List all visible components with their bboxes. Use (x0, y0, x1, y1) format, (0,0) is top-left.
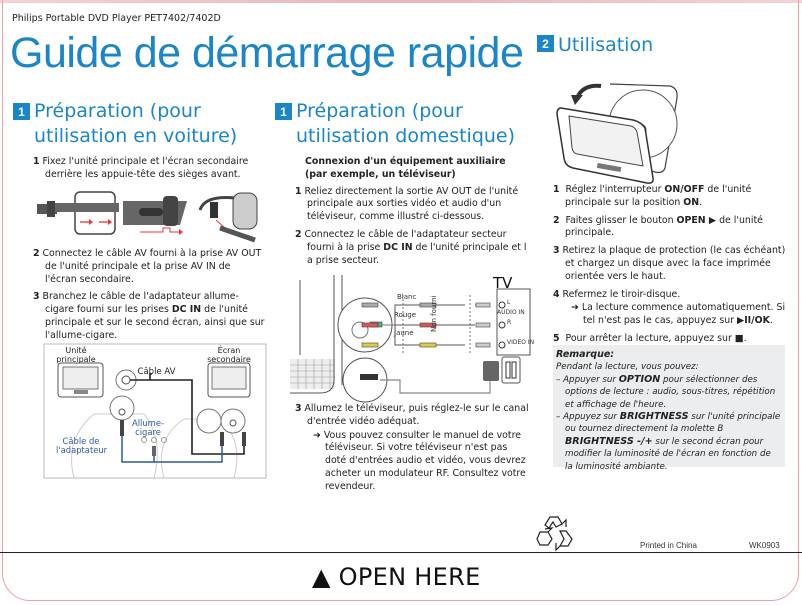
label-l: L (507, 299, 511, 306)
car-steps-top: 1 Fixez l'unité principale et l'écran se… (33, 156, 265, 187)
remark-intro: Pendant la lecture, vous pouvez: (556, 362, 699, 373)
section-title-line1: Préparation (pour (296, 100, 463, 122)
page-title: Guide de démarrage rapide (10, 29, 524, 77)
remark-box: Remarque: Pendant la lecture, vous pouve… (553, 345, 785, 472)
home-step-3: 3 Allumez le téléviseur, puis réglez-le … (295, 403, 529, 492)
use-step-1: 1 Réglez l'interrupteur ON/OFF de l'unit… (553, 184, 752, 208)
label-lighter: Allume-cigare (131, 418, 165, 437)
dvd-player-open-illustration (556, 83, 678, 184)
car-steps-bottom: 2 Connectez le câble AV fourni à la pris… (33, 248, 265, 348)
home-steps-top: Connexion d'un équipement auxiliaire (pa… (295, 156, 530, 272)
arrow-right-icon: ➜ (313, 429, 324, 441)
tv-connection-diagram (290, 275, 531, 403)
document-code: WK0903 (749, 541, 780, 550)
label-audio-in: AUDIO IN (497, 309, 525, 316)
top-edge (0, 0, 802, 3)
use-step-3: 3 Retirez la plaque de protection (le ca… (553, 245, 786, 282)
use-step-5: 5 Pour arrêter la lecture, appuyez sur ■… (553, 332, 747, 344)
label-yellow: Jaune (394, 329, 414, 337)
label-not-supplied: Non fourni (430, 295, 438, 332)
home-step-2: 2 Connectez le câble de l'adaptateur sec… (295, 228, 527, 266)
section-car-heading: 1 Préparation (pour utilisation en voitu… (13, 99, 237, 149)
open-here-label: ▲ OPEN HERE (312, 563, 481, 591)
headrest-mount-illustration (37, 191, 258, 243)
arrow-right-icon: ➜ (571, 302, 582, 314)
remark-title: Remarque: (556, 349, 615, 360)
label-main-unit: Unité principale (56, 346, 96, 364)
section-title: Utilisation (558, 34, 654, 56)
car-step-3: 3 Branchez le câble de l'adaptateur allu… (33, 291, 265, 341)
printed-in-label: Printed in China (640, 541, 697, 550)
car-step-2: 2 Connectez le câble AV fourni à la pris… (33, 248, 262, 285)
label-second-screen: Écran secondaire (207, 346, 251, 364)
section-number-badge: 1 (275, 103, 292, 120)
use-step-2: 2 Faites glisser le bouton OPEN ▶ de l'u… (553, 214, 763, 239)
label-adapter-cable: Câble de l'adaptateur (56, 436, 108, 455)
section-title-line1: Préparation (pour (34, 100, 201, 122)
fold-line (0, 552, 802, 553)
home-steps-bottom: 3 Allumez le téléviseur, puis réglez-le … (295, 403, 530, 499)
car-step-1: 1 Fixez l'unité principale et l'écran se… (33, 156, 249, 180)
remark-item-brightness: – Appuyez sur BRIGHTNESS sur l'unité pri… (556, 411, 781, 472)
label-red: Rouge (394, 311, 417, 319)
home-step-3-result: ➜ Vous pouvez consulter le manuel de vot… (313, 429, 526, 492)
label-video-in: VIDEO IN (507, 339, 535, 346)
brand-model: Philips Portable DVD Player PET7402/7402… (12, 13, 221, 24)
use-steps: 1 Réglez l'interrupteur ON/OFF de l'unit… (553, 184, 793, 351)
label-white: Blanc (397, 293, 417, 301)
label-r: R (507, 319, 512, 326)
label-av-cable: Câble AV (137, 367, 176, 377)
section-use-heading: 2 Utilisation (537, 33, 653, 58)
use-step-4-result: ➜ La lecture commence automatiquement. S… (571, 302, 786, 327)
car-wiring-diagram (43, 343, 267, 479)
home-intro: Connexion d'un équipement auxiliaire (pa… (305, 156, 506, 180)
home-step-1: 1 Reliez directement la sortie AV OUT de… (295, 185, 519, 223)
section-home-heading: 1 Préparation (pour utilisation domestiq… (275, 99, 515, 149)
recycle-icon (536, 516, 573, 552)
section-number-badge: 1 (13, 103, 30, 120)
label-tv: TV (493, 274, 513, 292)
remark-item-option: – Appuyer sur OPTION pour sélectionner d… (556, 373, 776, 410)
section-title-line2: utilisation en voiture) (34, 125, 238, 147)
use-step-4: 4 Refermez le tiroir-disque. ➜ La lectur… (553, 289, 793, 328)
section-number-badge: 2 (537, 35, 554, 52)
section-title-line2: utilisation domestique) (296, 125, 516, 147)
